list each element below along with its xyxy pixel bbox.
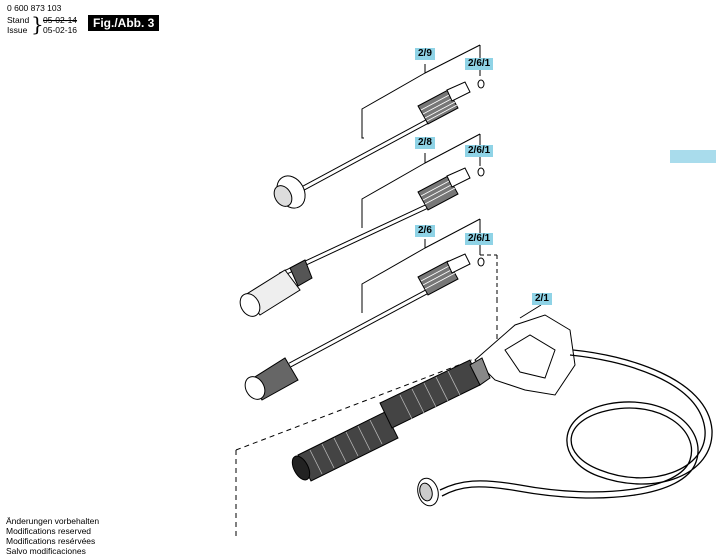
issue-label: Issue xyxy=(7,25,28,35)
lance-2-8 xyxy=(239,167,485,317)
date-brace: } xyxy=(31,12,44,36)
trigger-gun xyxy=(469,314,576,396)
footer-line-es: Salvo modificaciones xyxy=(6,546,86,556)
footer-line-en: Modifications reserved xyxy=(6,526,92,536)
lance-2-6 xyxy=(244,253,485,401)
dashed-assembly-box xyxy=(235,298,498,540)
footer-line-fr: Modifications resérvées xyxy=(6,536,96,546)
hose xyxy=(439,349,713,499)
bracket-2-6 xyxy=(361,218,498,313)
callout-2-9: 2/9 xyxy=(415,48,435,60)
callout-2-1: 2/1 xyxy=(532,293,552,305)
callout-2-8: 2/8 xyxy=(415,137,435,149)
callout-2-6-1-b: 2/6/1 xyxy=(465,145,494,157)
callout-2-6: 2/6 xyxy=(415,225,435,237)
date-new: 05-02-16 xyxy=(43,25,78,35)
date-old: 05-02-14 xyxy=(43,15,78,25)
hose-fitting xyxy=(417,477,439,507)
part-number: 0 600 873 103 xyxy=(7,3,62,13)
figure-label: Fig./Abb. 3 xyxy=(88,15,160,31)
lance-2-9 xyxy=(273,79,485,209)
gun-extension xyxy=(291,359,481,482)
section-tab xyxy=(670,150,716,163)
callout-2-6-1-c: 2/6/1 xyxy=(465,233,494,245)
footer-line-de: Änderungen vorbehalten xyxy=(6,516,100,526)
stand-label: Stand xyxy=(7,15,30,25)
bracket-2-9 xyxy=(361,44,481,139)
callout-2-6-1-a: 2/6/1 xyxy=(465,58,494,70)
bracket-2-1 xyxy=(519,304,542,319)
